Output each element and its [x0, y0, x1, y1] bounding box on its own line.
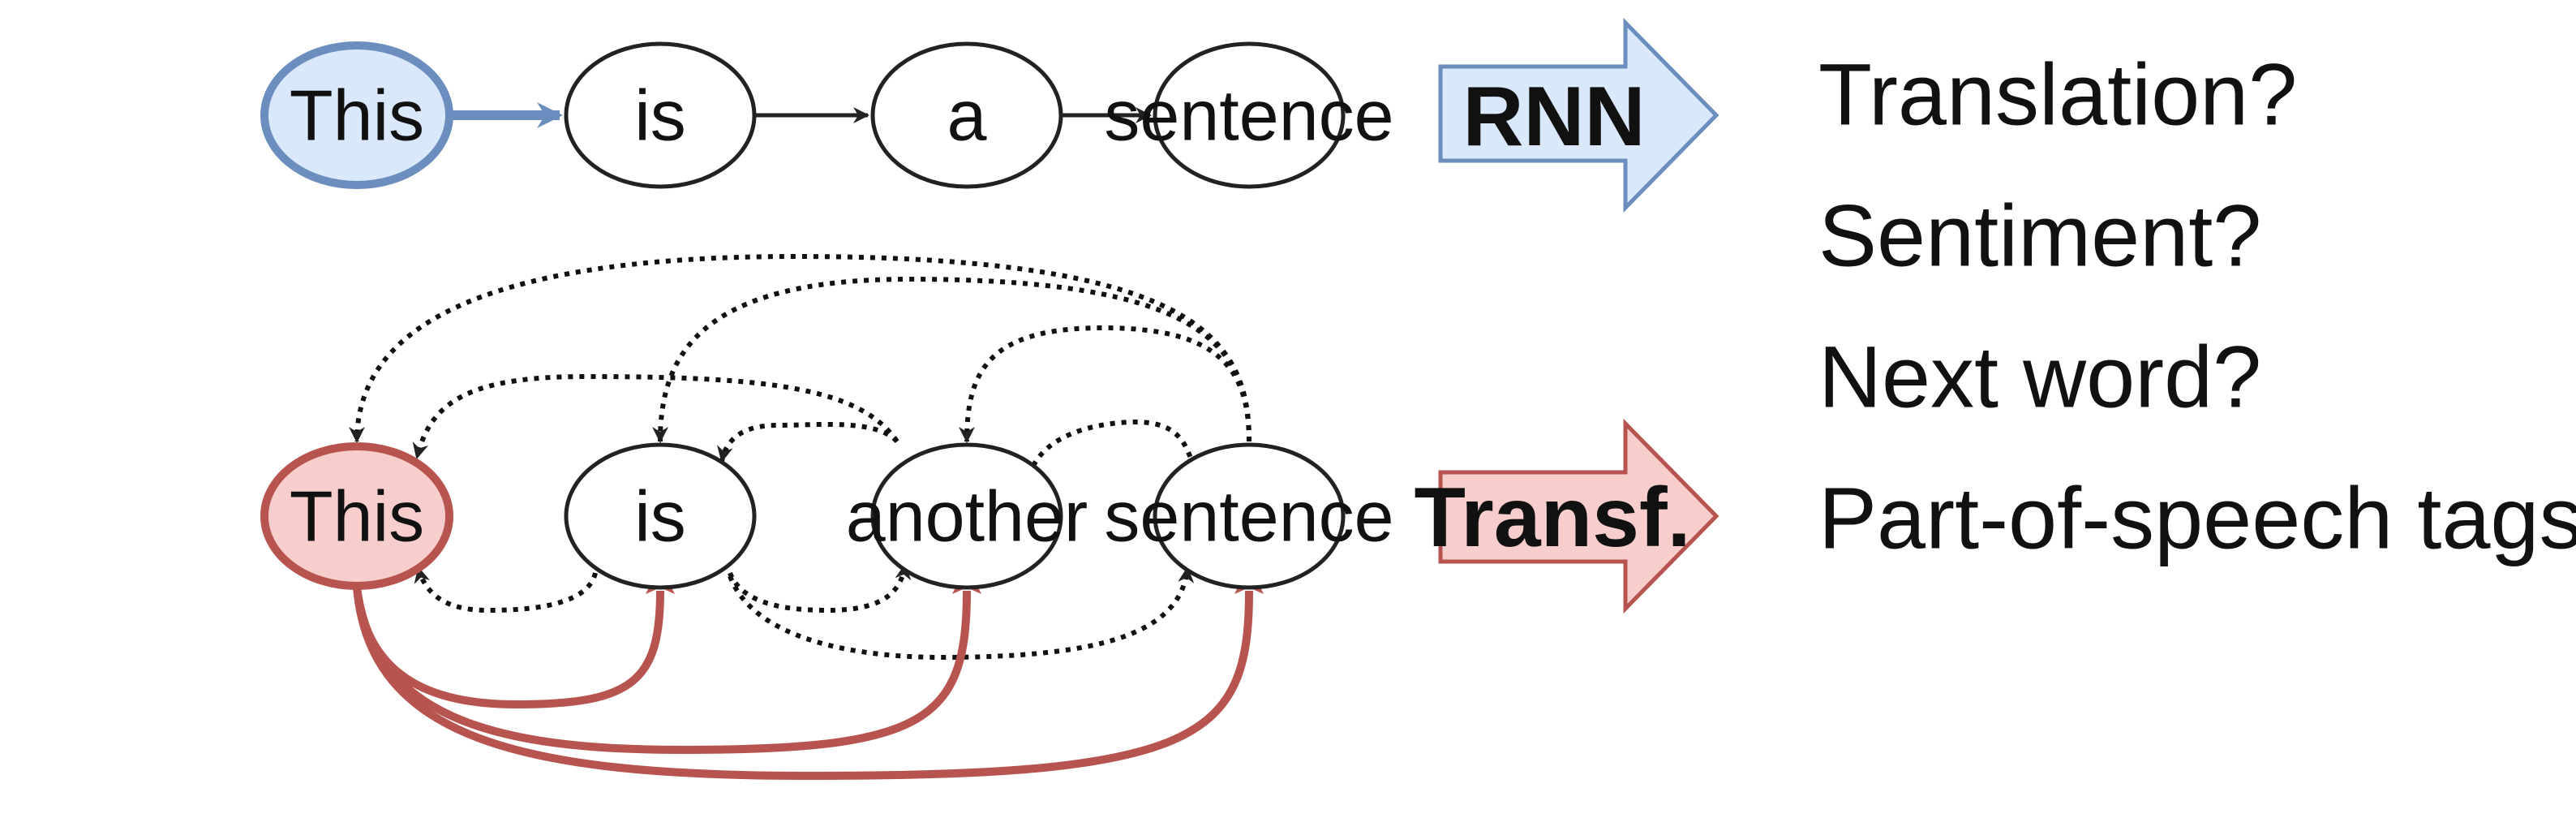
transformer-token-label: is	[634, 476, 686, 557]
attention-edge-is-this	[414, 566, 598, 614]
rnn-node-a: a	[870, 41, 1063, 189]
rnn-node-this: This	[260, 41, 453, 189]
transformer-token-label: This	[290, 476, 424, 557]
query-edges	[353, 565, 1264, 781]
query-edge-this-another	[353, 565, 981, 755]
attention-edge-another-this	[412, 373, 899, 459]
rnn-arrow-label: RNN	[1462, 70, 1645, 164]
rnn-token-label: a	[947, 75, 987, 156]
task-translation: Translation?	[1818, 45, 2297, 144]
attention-edge-is-another	[728, 563, 912, 614]
transformer-token-label: another	[846, 476, 1088, 557]
attention-edge-sentence-another	[959, 325, 1252, 443]
rnn-node-is: is	[564, 41, 757, 189]
attention-edge-sentence-this	[349, 253, 1252, 443]
transformer-node-this: This	[260, 442, 453, 590]
rnn-token-label: is	[634, 75, 686, 156]
task-list: Translation? Sentiment? Next word? Part-…	[1818, 45, 2576, 567]
transformer-sequence: This is another sentence	[260, 442, 1394, 590]
transformer-node-another: another	[846, 442, 1088, 590]
rnn-sequence: This is a sentence	[260, 41, 1394, 189]
rnn-token-label: sentence	[1104, 75, 1393, 156]
attention-edge-is-sentence	[728, 566, 1195, 661]
transformer-node-is: is	[564, 442, 757, 590]
rnn-node-sentence: sentence	[1104, 41, 1394, 189]
rnn-block-arrow: RNN	[1438, 17, 1719, 213]
transformer-token-label: sentence	[1104, 476, 1393, 557]
transformer-block-arrow: Transf.	[1415, 418, 1719, 614]
attention-edge-sentence-is	[652, 276, 1252, 443]
attention-edges	[349, 253, 1252, 661]
rnn-token-label: This	[290, 75, 424, 156]
attention-edge-another-is	[717, 421, 899, 463]
task-next-word: Next word?	[1818, 328, 2261, 426]
transformer-arrow-label: Transf.	[1415, 471, 1691, 565]
task-sentiment: Sentiment?	[1818, 187, 2261, 285]
transformer-node-sentence: sentence	[1104, 442, 1394, 590]
task-pos-tags: Part-of-speech tags?	[1818, 469, 2576, 567]
attention-edge-another-sentence	[1031, 419, 1200, 476]
query-edge-this-sentence	[353, 565, 1264, 781]
